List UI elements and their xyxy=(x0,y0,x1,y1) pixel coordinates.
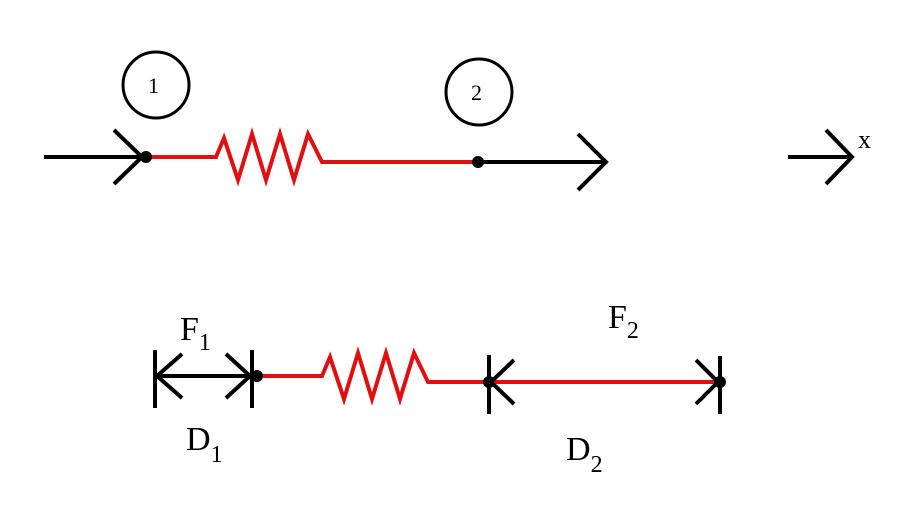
bottom-node-1-dot xyxy=(251,370,263,382)
node-2-number: 2 xyxy=(471,80,482,105)
node-1-number: 1 xyxy=(148,73,159,98)
f1-arrowhead-left xyxy=(153,352,184,400)
f2-arrowhead-left xyxy=(488,358,516,406)
right-output-arrowhead xyxy=(576,132,609,192)
node-1-label: 1 xyxy=(121,50,191,120)
d2-label: D2 xyxy=(566,431,603,478)
top-spring xyxy=(146,127,478,187)
node-1-dot xyxy=(140,151,152,163)
d1-label: D1 xyxy=(186,421,223,468)
bottom-spring-element: F1 F2 D1 D2 xyxy=(153,299,726,478)
x-axis-label: x xyxy=(858,125,871,154)
d2-end-dot xyxy=(714,376,726,388)
f1-label: F1 xyxy=(180,311,211,356)
node-2-label: 2 xyxy=(444,57,514,127)
x-axis-indicator: x xyxy=(788,125,871,186)
top-spring-element: 1 2 x xyxy=(44,50,871,192)
f2-label: F2 xyxy=(608,299,639,344)
bottom-spring xyxy=(252,346,490,406)
